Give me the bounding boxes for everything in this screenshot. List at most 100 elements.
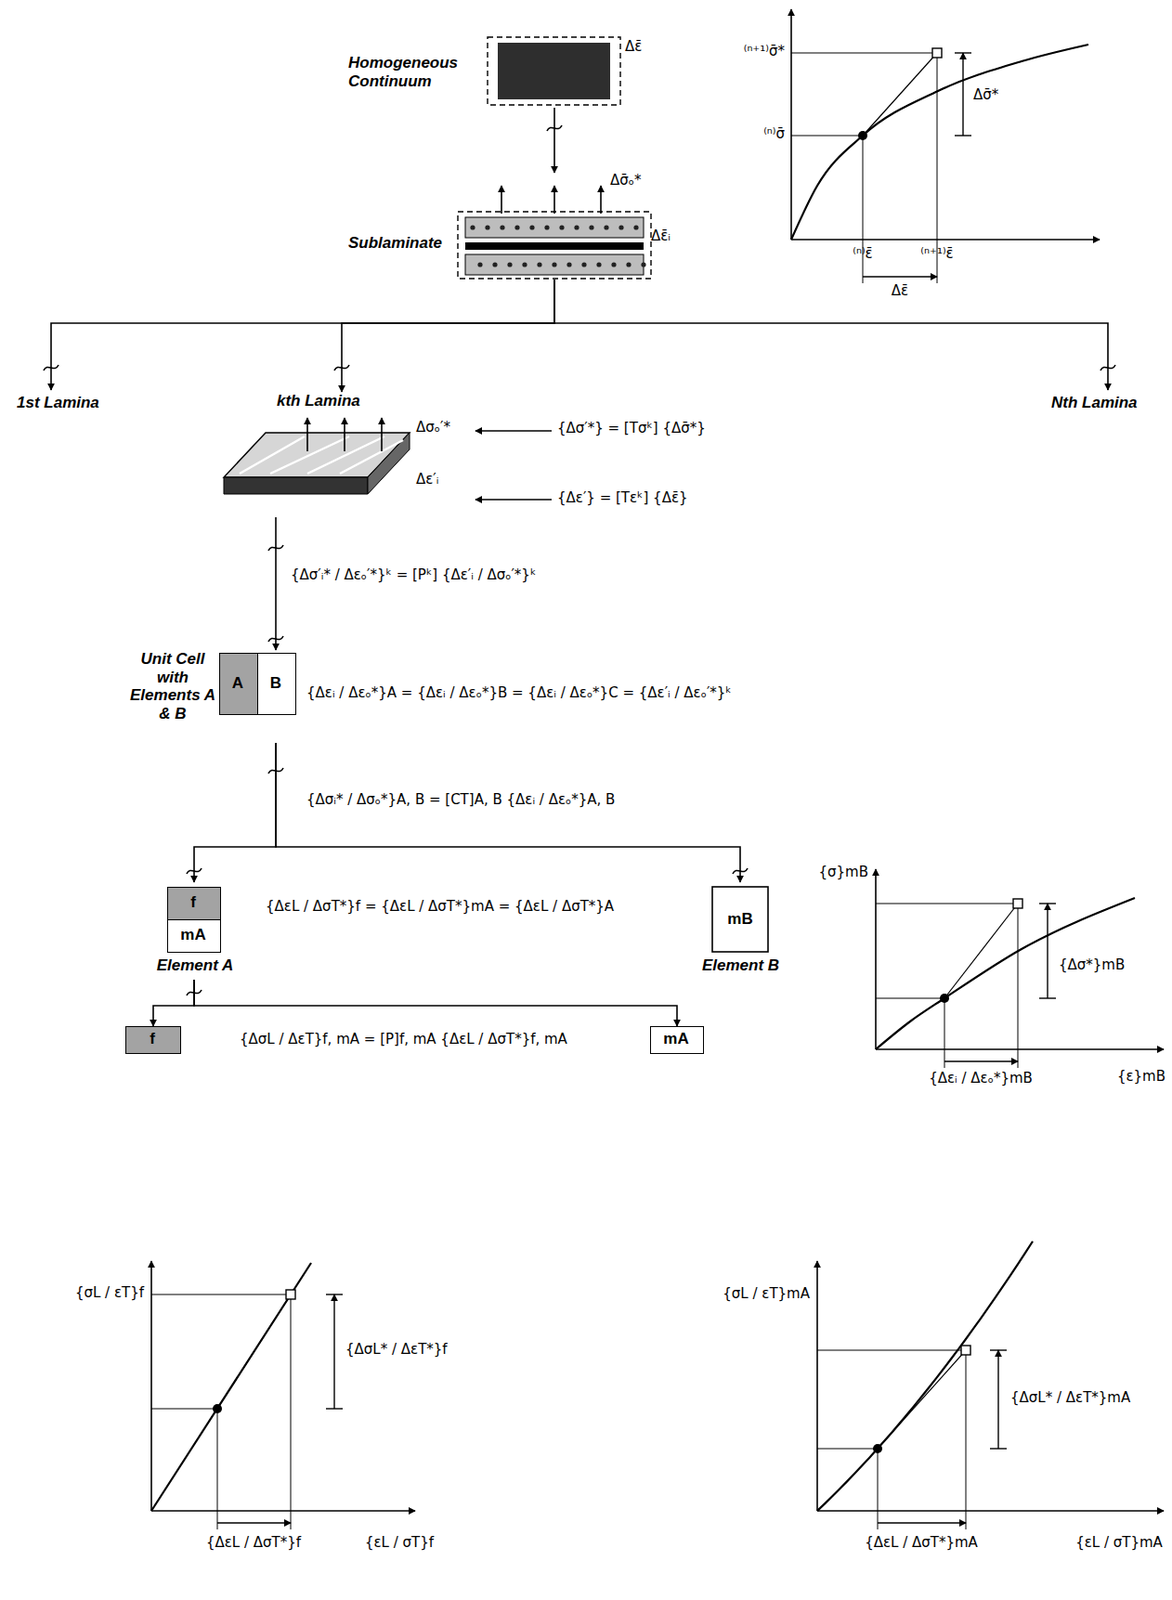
node-label: mA	[651, 1027, 702, 1052]
y-axis	[150, 1261, 153, 1511]
flow-connector	[554, 279, 1108, 391]
fiber-line	[239, 436, 305, 474]
guide-line	[817, 1350, 966, 1352]
equation-label: {ΔσL / ΔεT}f, mA = [P]f, mA {ΔεL / ΔσT*}…	[239, 1030, 568, 1048]
node-label: A	[220, 653, 256, 713]
fiber-dot	[633, 224, 639, 230]
flow-connector	[153, 979, 195, 1027]
load-arrow	[343, 417, 346, 452]
node-label: Element B	[687, 956, 795, 976]
constituent-fiber: f	[167, 886, 222, 921]
response-curve	[791, 44, 1089, 240]
axis-label: ⁽ⁿ⁺¹⁾ε̄	[920, 245, 953, 262]
y-axis	[816, 1261, 819, 1511]
guide-line	[1017, 903, 1019, 1068]
bracket-tick	[325, 1407, 343, 1409]
constituent-fiber: f	[125, 1026, 182, 1055]
increment-bracket	[1046, 903, 1048, 999]
increment-label: Δε̄	[625, 39, 642, 55]
equation-label: {Δσ′ᵢ* / Δεₒ′*}ᵏ = [Pᵏ] {Δε′ᵢ / Δσₒ′*}ᵏ	[290, 566, 536, 584]
current-point	[872, 1444, 883, 1454]
node-label: f	[168, 887, 219, 918]
load-arrow	[599, 185, 602, 214]
node-label: Sublaminate	[348, 234, 443, 253]
axis-label: {ΔεL / ΔσT*}mA	[864, 1534, 978, 1551]
bracket-tick	[1039, 997, 1056, 999]
increment-bracket	[217, 1522, 291, 1524]
ply-band	[465, 254, 644, 275]
bracket-tick	[954, 134, 972, 136]
axis-label: ⁽ⁿ⁺¹⁾σ̄*	[743, 42, 785, 60]
equation-label: {Δε′} = [Tεᵏ] {Δε̄}	[557, 489, 689, 507]
guide-line	[875, 998, 945, 1000]
fiber-dot	[514, 224, 520, 230]
guide-line	[791, 135, 863, 137]
unit-cell: Unit Cell with Elements A & BAB	[130, 650, 302, 743]
element-block: mBElement B	[687, 882, 795, 980]
equation-label: {Δεᵢ / Δεₒ*}A = {Δεᵢ / Δεₒ*}B = {Δεᵢ / Δ…	[306, 684, 732, 702]
tangent-line	[217, 1294, 291, 1409]
guide-line	[791, 52, 938, 54]
load-arrow	[553, 185, 556, 214]
dashed-outline	[457, 211, 652, 279]
cell-element: B	[257, 652, 297, 716]
increment-label: Δσₒ′*	[416, 419, 451, 436]
flow-connector	[194, 979, 678, 1027]
element-block: Element AfmA	[139, 882, 251, 980]
bracket-tick	[989, 1349, 1007, 1351]
fiber-dot	[536, 261, 542, 267]
fiber-dot	[544, 224, 549, 230]
node-label: mA	[168, 920, 219, 951]
fiber-dot	[484, 224, 490, 230]
tangent-line	[944, 903, 1018, 999]
node-label: Homogeneous Continuum	[348, 53, 483, 91]
constituent-matrix: mA	[650, 1026, 704, 1055]
response-curve	[151, 1263, 312, 1511]
y-axis	[874, 869, 877, 1050]
axis-label: {εL / σT}mA	[1075, 1534, 1163, 1551]
transform-arrow	[475, 429, 552, 431]
fiber-dot	[581, 261, 586, 267]
cell-element: A	[219, 652, 259, 716]
node-label: 1st Lamina	[16, 393, 100, 413]
plate-front	[223, 477, 368, 495]
flow-connector	[275, 742, 741, 883]
flow-connector	[341, 279, 555, 392]
transform-arrow	[475, 498, 552, 500]
guide-line	[151, 1294, 291, 1296]
fiber-dot	[640, 261, 646, 267]
axis-label: {ε}mB	[1117, 1067, 1166, 1085]
axis-label: {ΔσL* / ΔεT*}f	[345, 1341, 448, 1358]
sublaminate-block: SublaminateΔσ̄ₒ*Δε̄ᵢ	[348, 172, 669, 280]
axis-label: {εL / σT}f	[364, 1534, 434, 1551]
fiber-dot	[603, 224, 609, 230]
axis-label: {σ}mB	[819, 863, 870, 881]
node-label: f	[126, 1027, 179, 1052]
lamina-label: 1st Lamina	[16, 390, 133, 418]
dashed-outline	[487, 37, 621, 105]
guide-line	[151, 1408, 218, 1410]
fiber-dot	[492, 261, 497, 267]
fiber-line	[270, 436, 350, 474]
increment-label: Δε̄ᵢ	[651, 228, 671, 245]
node-label: Nth Lamina	[1051, 393, 1138, 413]
axis-label: Δσ̄*	[973, 86, 999, 104]
guide-line	[877, 1448, 879, 1530]
guide-line	[817, 1448, 878, 1450]
predicted-point	[932, 48, 942, 58]
axis-label: {ΔεL / ΔσT*}f	[206, 1534, 301, 1551]
node-shape	[348, 172, 669, 280]
continuum-fill	[497, 42, 611, 100]
guide-line	[875, 903, 1018, 905]
flow-connector	[51, 279, 555, 391]
x-axis	[817, 1510, 1164, 1512]
fiber-dot	[477, 261, 482, 267]
guide-line	[290, 1294, 292, 1530]
flow-connector	[274, 517, 277, 651]
fiber-dot	[529, 224, 534, 230]
guide-line	[217, 1408, 219, 1530]
increment-bracket	[877, 1522, 966, 1524]
fiber-dot	[551, 261, 557, 267]
